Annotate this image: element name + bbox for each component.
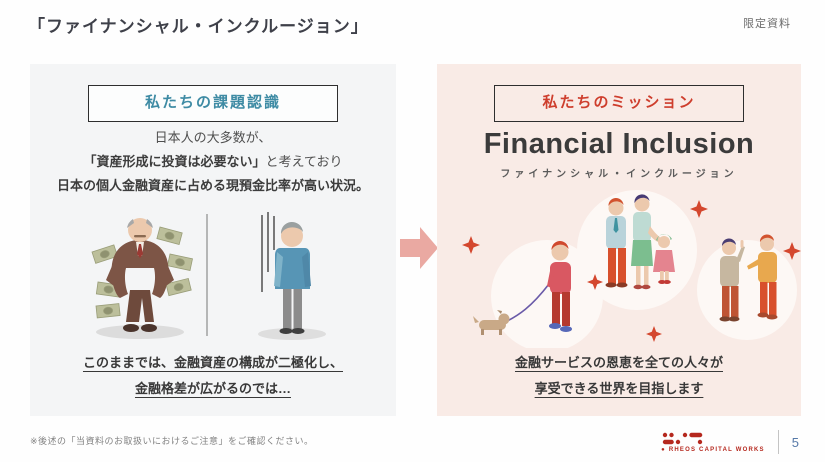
footer-right: ● RHEOS CAPITAL WORKS 5 (661, 430, 799, 454)
dejected-man-icon (274, 221, 311, 334)
shadow (258, 328, 326, 340)
mission-title-ja: ファイナンシャル・インクルージョン (500, 169, 738, 180)
page-number: 5 (791, 434, 799, 450)
right-block-arrow-icon (400, 227, 438, 269)
company-logo: ● RHEOS CAPITAL WORKS (661, 431, 765, 453)
sparkle-icon (462, 200, 801, 342)
issue-body-text: 日本人の大多数が、 「資産形成に投資は必要ない」と考えており 日本の個人金融資産… (30, 126, 396, 198)
issue-conclusion-line1: このままでは、金融資産の構成が二極化し、 (82, 355, 343, 370)
footer-divider (777, 430, 779, 454)
circle-bg (491, 240, 603, 348)
issue-body-line1: 日本人の大多数が、 (154, 130, 272, 145)
rheos-dot-matrix-logo (662, 432, 703, 445)
mission-conclusion-line2: 享受できる世界を目指します (534, 381, 704, 396)
issue-conclusion: このままでは、金融資産の構成が二極化し、 金融格差が広がるのでは… (30, 350, 396, 402)
footnote: ※後述の「当資料のお取扱いにおけるご注意」をご確認ください。 (30, 436, 314, 446)
mission-heading: 私たちのミッション (494, 85, 744, 122)
issue-body-line2: 「資産形成に投資は必要ない」と考えており (83, 154, 343, 169)
gloom-lines-icon (261, 212, 275, 292)
mission-title-en: Financial Inclusion (483, 128, 755, 160)
family-icon (605, 194, 675, 290)
two-people-talking-icon (719, 234, 778, 322)
issue-panel: 私たちの課題認識 日本人の大多数が、 「資産形成に投資は必要ない」と考えており … (30, 64, 396, 416)
issue-heading: 私たちの課題認識 (88, 85, 338, 122)
mission-conclusion-line1: 金融サービスの恩恵を全ての人々が (514, 355, 723, 370)
shadow (96, 325, 184, 339)
issue-body-line3: 日本の個人金融資産に占める現預金比率が高い状況。 (56, 178, 369, 193)
inclusive-people-illustration (462, 190, 801, 348)
page-title: 「ファイナンシャル・インクルージョン」 (28, 17, 369, 36)
issue-conclusion-line2: 金融格差が広がるのでは… (134, 381, 291, 396)
company-logo-text: ● RHEOS CAPITAL WORKS (661, 447, 765, 453)
rich-poor-comparison-illustration (91, 212, 326, 340)
mission-conclusion: 金融サービスの恩恵を全ての人々が 享受できる世界を目指します (437, 350, 801, 402)
wealthy-man-icon (106, 218, 174, 332)
dog-walker-icon (473, 240, 572, 335)
circle-bg (697, 240, 797, 340)
mission-panel: 私たちのミッション Financial Inclusion ファイナンシャル・イ… (437, 64, 801, 416)
classification-label: 限定資料 (743, 18, 791, 30)
